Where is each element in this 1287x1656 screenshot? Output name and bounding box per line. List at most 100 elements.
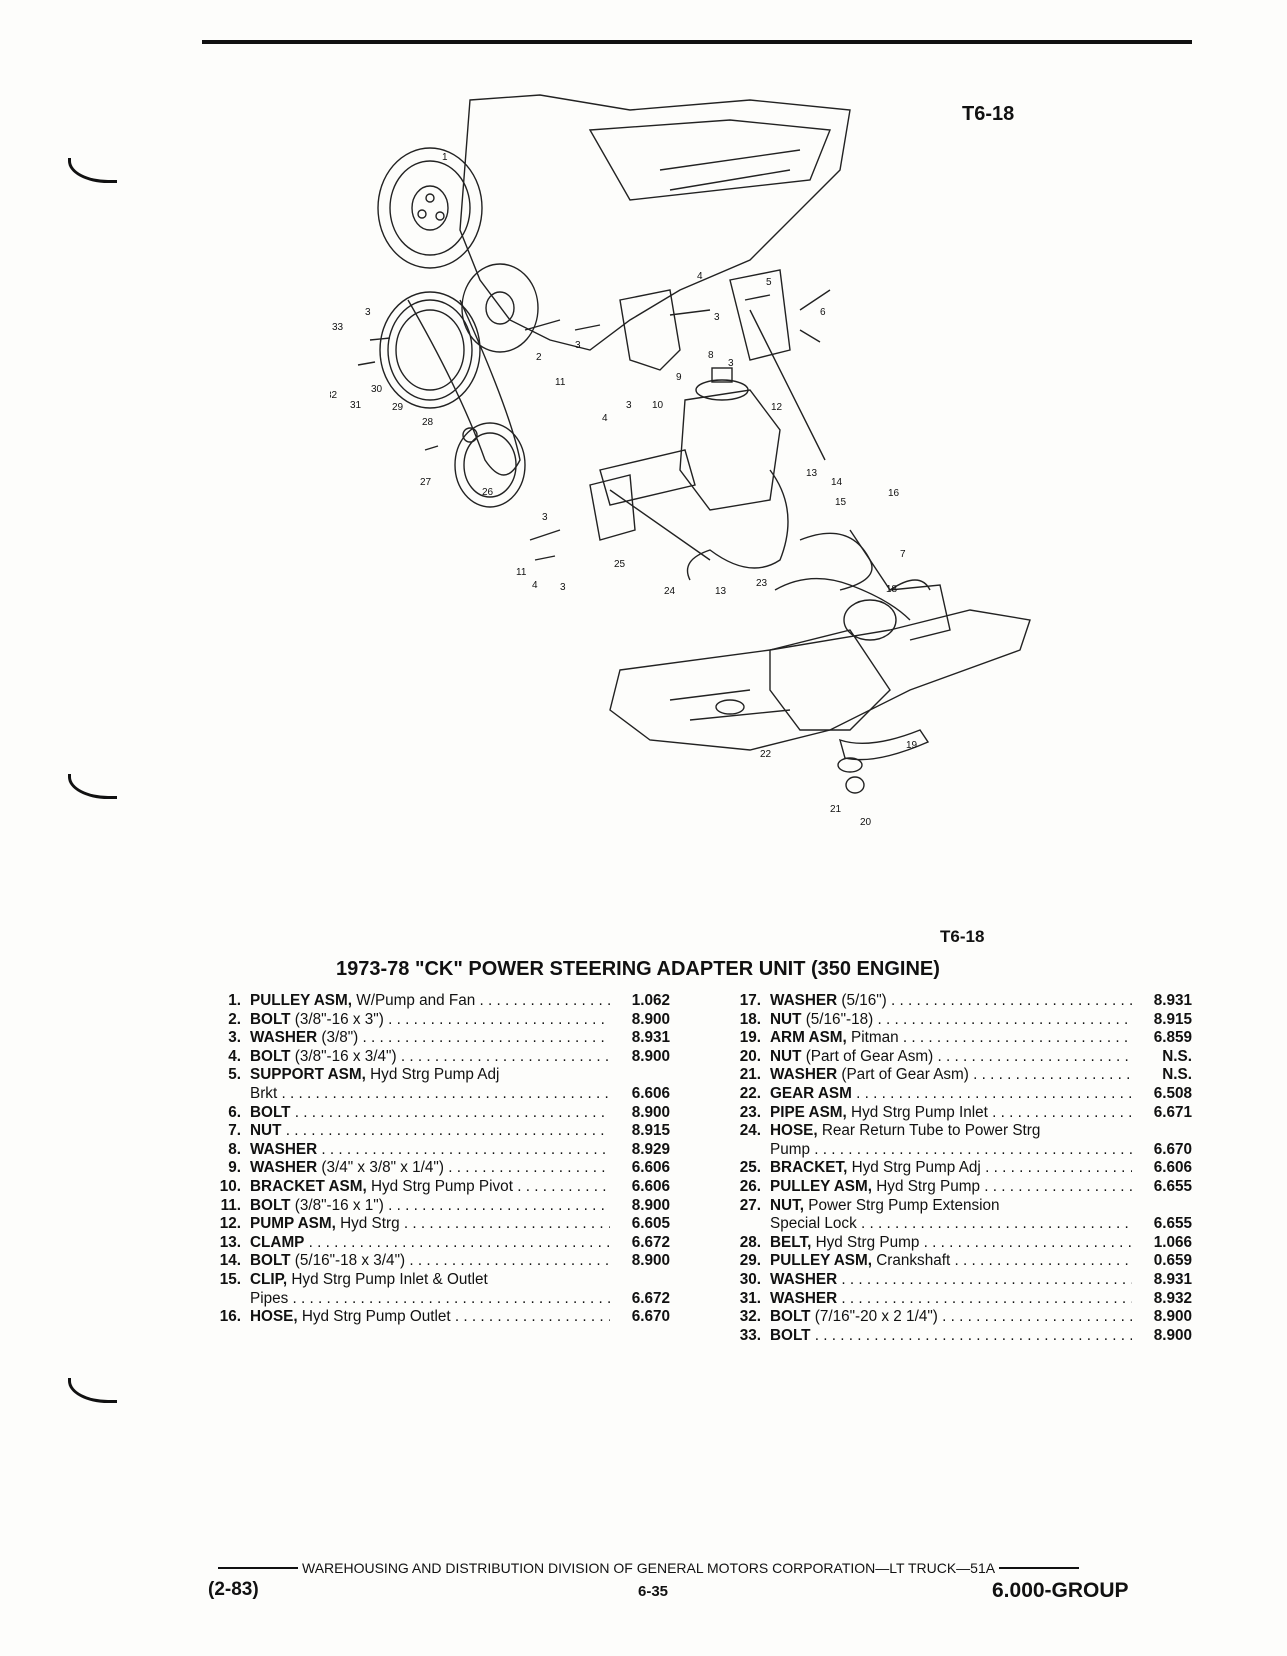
group-number: 8.900 [631,1103,670,1121]
part-row: 29.PULLEY ASM, Crankshaft0.659 [720,1252,1192,1271]
part-detail: Hyd Strg [335,1215,400,1233]
diagram-callout: 1 [442,152,448,163]
group-number: 6.672 [631,1233,670,1251]
diagram-callout: 16 [888,488,900,499]
part-row: Pipes6.672 [200,1290,670,1309]
part-row: 7.NUT8.915 [200,1122,670,1141]
part-description: BELT, Hyd Strg Pump [770,1234,1132,1253]
part-number: 27. [739,1196,761,1214]
part-number: 2. [228,1010,241,1028]
part-row: 15.CLIP, Hyd Strg Pump Inlet & Outlet [200,1271,670,1290]
group-number: 6.672 [631,1289,670,1307]
part-number: 17. [739,992,761,1009]
group-number: 6.670 [631,1308,670,1326]
part-detail: Hyd Strg Pump Adj [365,1066,500,1084]
part-row: Brkt6.606 [200,1085,670,1104]
part-name: WASHER [250,1029,318,1047]
diagram-callout: 3 [542,512,548,523]
part-detail: Hyd Strg Pump Inlet [846,1103,988,1121]
part-detail: (7/16"-20 x 2 1/4") [810,1308,938,1326]
part-detail: Rear Return Tube to Power Strg [817,1122,1041,1140]
diagram-callout: 13 [715,586,727,597]
part-number: 11. [220,1196,241,1214]
part-description: CLAMP [250,1234,610,1253]
part-description: WASHER [770,1290,1132,1309]
part-description: CLIP, Hyd Strg Pump Inlet & Outlet [250,1271,610,1290]
part-description: ARM ASM, Pitman [770,1029,1132,1048]
part-description: Pump [770,1141,1132,1160]
part-name: WASHER [770,1270,838,1288]
part-row: 31.WASHER8.932 [720,1290,1192,1309]
part-detail: (3/8") [317,1029,359,1047]
diagram-callout: 4 [532,580,538,591]
diagram-callout: 22 [760,749,772,760]
part-name: NUT [770,1047,802,1065]
part-row: 20.NUT (Part of Gear Asm)N.S. [720,1048,1192,1067]
page-title: 1973-78 "CK" POWER STEERING ADAPTER UNIT… [336,958,940,980]
part-name: BRACKET ASM, [250,1177,367,1195]
diagram-callout: 13 [806,468,818,479]
part-row: 13. CLAMP 6.672 [200,1234,670,1253]
group-number: 8.931 [1153,1270,1192,1288]
part-number: 14. [219,1252,241,1270]
diagram-callout: 3 [365,307,371,318]
part-row: Pump6.670 [720,1141,1192,1160]
diagram-callout: 27 [420,477,432,488]
part-description: WASHER (5/16") [770,992,1132,1011]
part-number: 8. [228,1140,241,1158]
footer-rule [999,1567,1080,1569]
part-name: WASHER [770,992,838,1009]
part-row: 10.BRACKET ASM, Hyd Strg Pump Pivot6.606 [200,1178,670,1197]
group-number: 6.606 [631,1177,670,1195]
part-row: 1.PULLEY ASM, W/Pump and Fan1.062 [200,992,670,1011]
part-name: PULLEY ASM, [250,992,352,1009]
part-description: WASHER [770,1271,1132,1290]
diagram-callout: 24 [664,586,676,597]
part-row: 30. WASHER 8.931 [720,1271,1192,1290]
group-number: 0.659 [1153,1252,1192,1270]
part-detail: Crankshaft [872,1252,951,1270]
footer-page-number: 6-35 [638,1583,669,1600]
part-name: WASHER [250,1159,318,1177]
part-description: BOLT [250,1104,610,1123]
part-description: PULLEY ASM, Crankshaft [770,1252,1132,1271]
part-name: WASHER [250,1140,318,1158]
part-number: 18. [739,1010,761,1028]
group-number: 8.900 [631,1196,670,1214]
part-detail: (3/8"-16 x 1") [290,1196,384,1214]
group-number: N.S. [1162,1066,1192,1084]
part-number: 21. [739,1066,761,1084]
part-row: 4.BOLT (3/8"-16 x 3/4")8.900 [200,1048,670,1067]
part-row: 22.GEAR ASM6.508 [720,1085,1192,1104]
group-number: 6.605 [631,1215,670,1233]
part-row: 26.PULLEY ASM, Hyd Strg Pump6.655 [720,1178,1192,1197]
part-detail: (3/8"-16 x 3/4") [290,1047,397,1065]
part-number: 24. [739,1122,761,1140]
diagram-callout: 26 [482,487,494,498]
part-row: 25.BRACKET, Hyd Strg Pump Adj6.606 [720,1159,1192,1178]
part-number: 30. [739,1270,761,1288]
part-row: 17.WASHER (5/16")8.931 [720,992,1192,1011]
diagram-callout: 5 [766,277,772,288]
diagram-callout: 3 [560,582,566,593]
footer-division-text: WAREHOUSING AND DISTRIBUTION DIVISION OF… [302,1560,996,1576]
part-row: 23.PIPE ASM, Hyd Strg Pump Inlet6.671 [720,1104,1192,1123]
part-number: 13. [219,1233,241,1251]
group-number: 8.932 [1153,1289,1192,1307]
part-name: HOSE, [250,1308,298,1326]
part-description: PULLEY ASM, Hyd Strg Pump [770,1178,1132,1197]
group-number: 8.900 [631,1010,670,1028]
diagram-callout: 3 [575,340,581,351]
part-number: 33. [739,1326,761,1344]
part-number: 23. [739,1103,761,1121]
part-name: NUT [250,1122,282,1140]
diagram-callout: 15 [835,497,847,508]
part-name: BOLT [250,1010,291,1028]
part-description: BOLT (3/8"-16 x 3") [250,1011,610,1030]
part-description: WASHER [250,1141,610,1160]
part-row: 6.BOLT8.900 [200,1104,670,1123]
part-description: PULLEY ASM, W/Pump and Fan [250,992,610,1011]
